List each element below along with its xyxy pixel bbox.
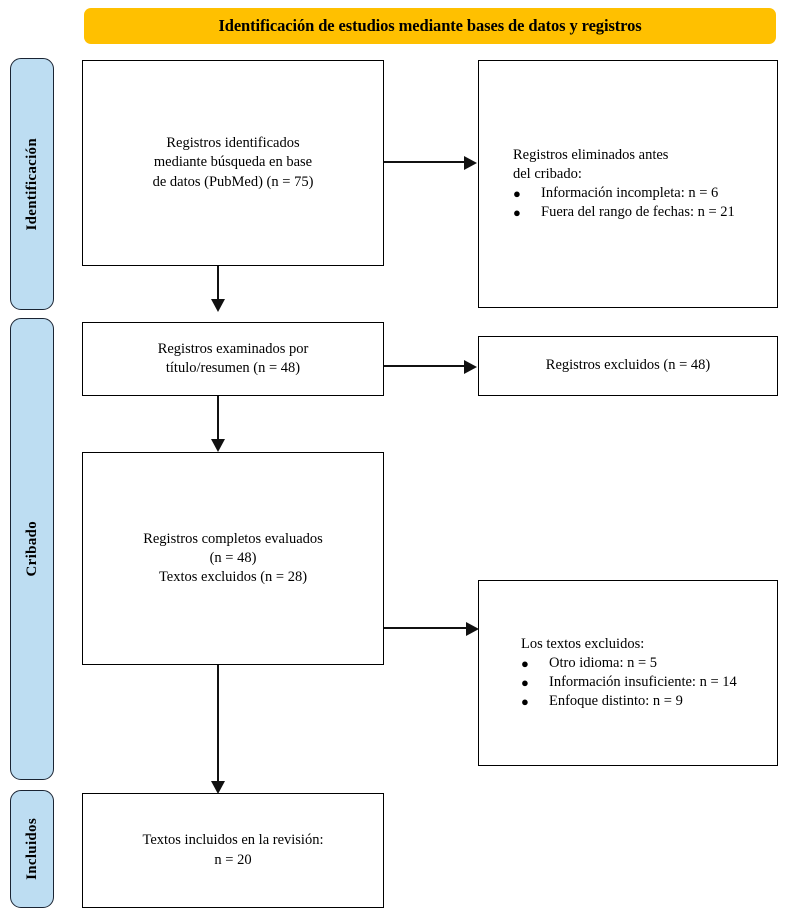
- list-item-label: Otro idioma: n = 5: [549, 654, 658, 671]
- text-line: Textos incluidos en la revisión:: [142, 832, 324, 849]
- box-records-excluded-text: Registros excluidos (n = 48): [479, 356, 777, 375]
- box-records-removed: Registros eliminados antes del cribado: …: [478, 60, 778, 308]
- bullet-icon: ●: [513, 185, 521, 201]
- diagram-header-banner: Identificación de estudios mediante base…: [84, 8, 776, 44]
- text-line: mediante búsqueda en base: [153, 154, 313, 171]
- text-line: de datos (PubMed) (n = 75): [152, 173, 314, 190]
- text-line: título/resumen (n = 48): [165, 360, 301, 376]
- box-records-identified-text: Registros identificados mediante búsqued…: [83, 134, 383, 191]
- list-item: ● Información incompleta: n = 6: [513, 184, 769, 203]
- connector-identified-to-screened: [217, 266, 220, 300]
- text-line: Registros examinados por: [157, 340, 309, 357]
- box-studies-included-text: Textos incluidos en la revisión: n = 20: [83, 831, 383, 869]
- stage-label-incluidos: Incluidos: [23, 818, 40, 880]
- arrow-right-icon: [464, 359, 477, 374]
- stage-rail-identificacion: Identificación: [10, 58, 54, 310]
- text-line: Registros completos evaluados: [143, 530, 323, 547]
- connector-screened-to-excluded: [384, 365, 465, 368]
- list-item: ● Enfoque distinto: n = 9: [521, 692, 769, 711]
- box-fulltext-excluded: Los textos excluidos: ● Otro idioma: n =…: [478, 580, 778, 766]
- list-item-label: Enfoque distinto: n = 9: [549, 693, 683, 710]
- box-fulltext-assessed-text: Registros completos evaluados (n = 48) T…: [83, 530, 383, 587]
- bullet-icon: ●: [521, 674, 529, 690]
- arrow-down-icon: [210, 781, 225, 794]
- list-item: ● Otro idioma: n = 5: [521, 654, 769, 673]
- stage-rail-incluidos: Incluidos: [10, 790, 54, 908]
- arrow-right-icon: [466, 621, 479, 636]
- stage-rail-cribado: Cribado: [10, 318, 54, 780]
- list-item-label: Información insuficiente: n = 14: [549, 674, 737, 690]
- bullet-icon: ●: [521, 655, 529, 671]
- removed-reason-list: ● Información incompleta: n = 6 ● Fuera …: [479, 184, 777, 222]
- arrow-down-icon: [210, 439, 225, 452]
- text-line: n = 20: [214, 851, 252, 868]
- box-records-screened-text: Registros examinados por título/resumen …: [83, 340, 383, 378]
- arrow-right-icon: [464, 155, 477, 170]
- bullet-icon: ●: [513, 204, 521, 220]
- text-line: Registros identificados: [166, 135, 300, 152]
- box-records-identified: Registros identificados mediante búsqued…: [82, 60, 384, 266]
- list-item: ● Fuera del rango de fechas: n = 21: [513, 203, 769, 222]
- text-line: Los textos excluidos:: [521, 635, 645, 652]
- list-item-label: Información incompleta: n = 6: [541, 185, 719, 201]
- list-item-label: Fuera del rango de fechas: n = 21: [541, 204, 735, 221]
- stage-label-identificacion: Identificación: [23, 137, 40, 231]
- fulltext-excluded-reason-list: ● Otro idioma: n = 5 ● Información insuf…: [479, 654, 777, 711]
- text-line: Registros eliminados antes: [513, 146, 669, 163]
- text-line: (n = 48): [209, 549, 257, 566]
- box-records-screened: Registros examinados por título/resumen …: [82, 322, 384, 396]
- connector-fulltext-to-included: [217, 665, 220, 782]
- text-line: Registros excluidos (n = 48): [545, 357, 711, 374]
- bullet-icon: ●: [521, 693, 529, 709]
- connector-identified-to-removed: [384, 161, 465, 164]
- header-title: Identificación de estudios mediante base…: [218, 16, 642, 35]
- text-line: del cribado:: [513, 165, 582, 182]
- stage-label-cribado: Cribado: [23, 521, 40, 577]
- connector-fulltext-to-fulltext-excluded: [384, 627, 467, 630]
- box-records-excluded: Registros excluidos (n = 48): [478, 336, 778, 396]
- text-line: Textos excluidos (n = 28): [158, 569, 308, 586]
- box-fulltext-assessed: Registros completos evaluados (n = 48) T…: [82, 452, 384, 665]
- list-item: ● Información insuficiente: n = 14: [521, 673, 769, 692]
- connector-screened-to-fulltext: [217, 396, 220, 440]
- box-studies-included: Textos incluidos en la revisión: n = 20: [82, 793, 384, 908]
- arrow-down-icon: [210, 299, 225, 312]
